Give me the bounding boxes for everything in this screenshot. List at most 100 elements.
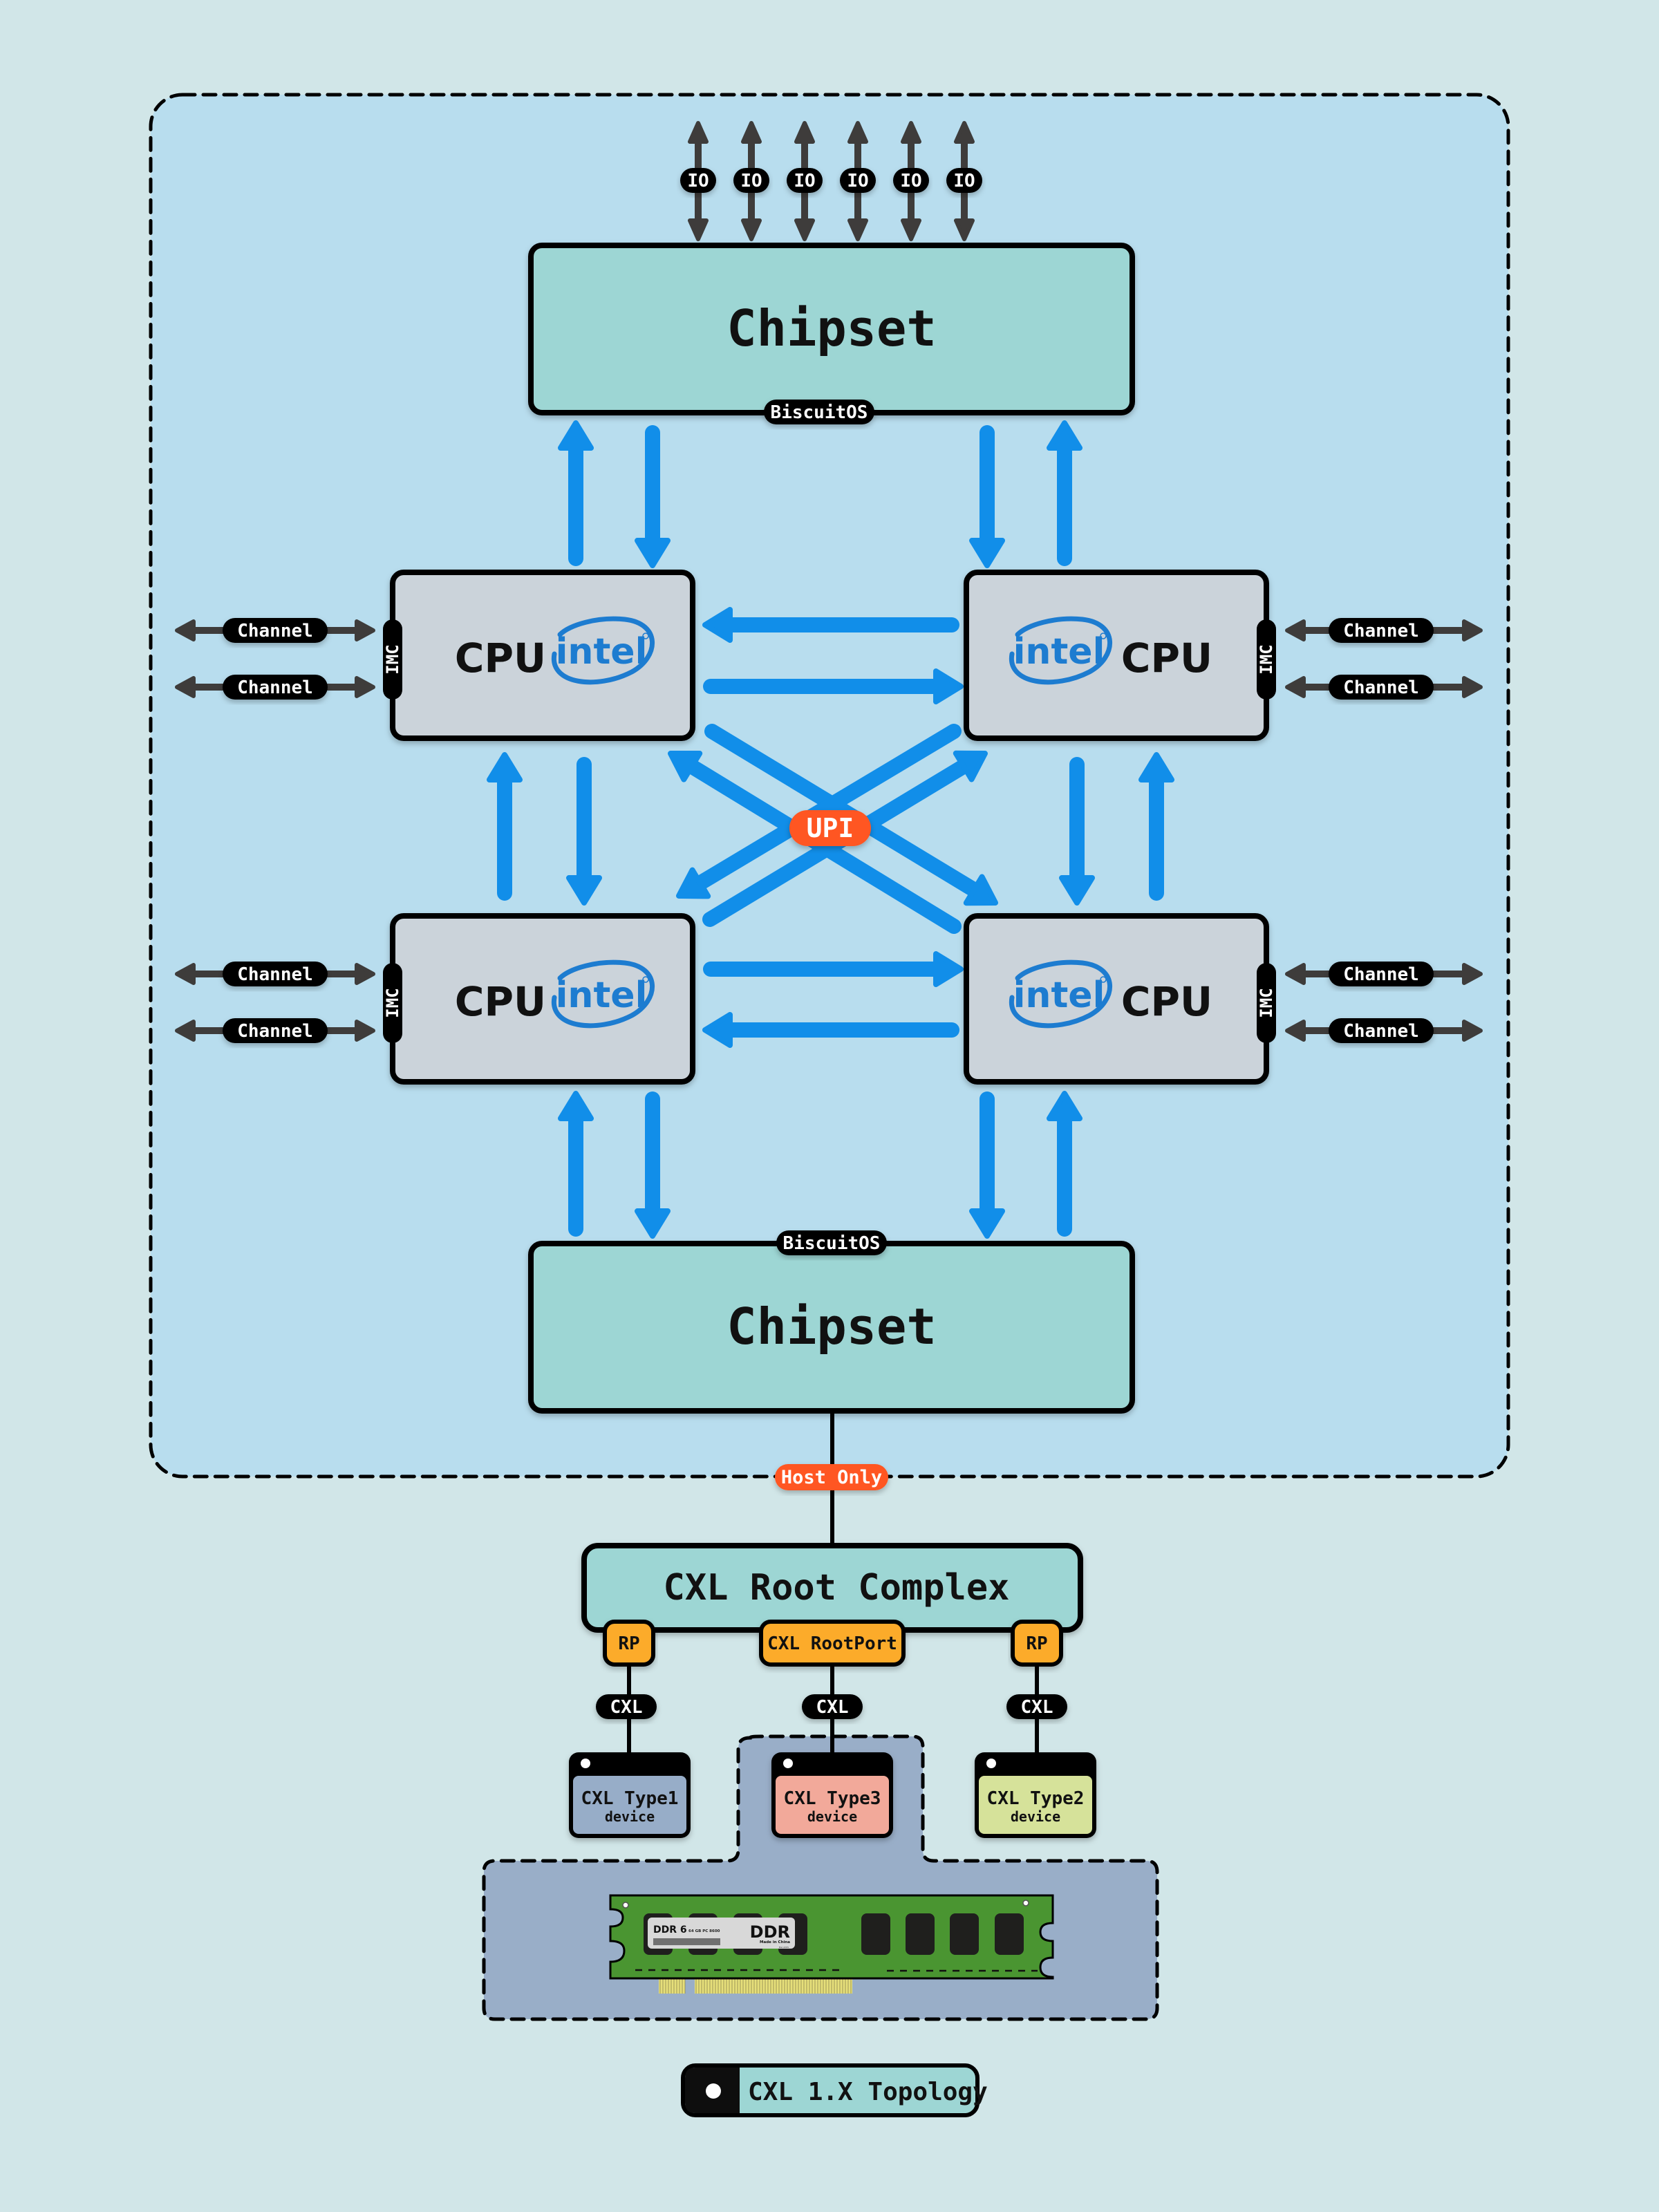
device-sub: device bbox=[1011, 1808, 1060, 1825]
ddr-maker: BiscuitOS bbox=[779, 1946, 789, 1949]
link-cpu-br-to-cpu-bl bbox=[702, 1012, 959, 1048]
channel-label: Channel bbox=[237, 677, 313, 698]
memory-channel[interactable]: Channel bbox=[1285, 962, 1483, 986]
device-sub: device bbox=[807, 1808, 857, 1825]
io-port[interactable]: IO bbox=[893, 121, 929, 241]
cxl-link-badge: CXL bbox=[802, 1694, 863, 1719]
link-cpu-tl-to-cpu-bl bbox=[566, 757, 602, 906]
device-name: CXL Type1 bbox=[581, 1788, 679, 1809]
svg-text:UPI: UPI bbox=[807, 813, 854, 843]
arrow-right-icon bbox=[355, 963, 375, 985]
io-port[interactable]: IO bbox=[733, 121, 769, 241]
svg-text:intel: intel bbox=[556, 975, 648, 1016]
ddr-memory-module: DDR 6 64 GB PC 8600 DDR Made in China Bi… bbox=[609, 1894, 1054, 1994]
svg-text:IMC: IMC bbox=[1257, 644, 1276, 674]
arrowhead-icon bbox=[1138, 752, 1174, 782]
arrow-up-icon bbox=[688, 121, 709, 144]
root-port-badge[interactable]: RP bbox=[1011, 1620, 1063, 1667]
svg-text:RP: RP bbox=[1026, 1633, 1047, 1654]
arrowhead-icon bbox=[487, 752, 523, 782]
arrow-up-icon bbox=[847, 121, 868, 144]
link-cpu-tl-to-cpu-tr bbox=[703, 668, 964, 704]
device-name: CXL Type2 bbox=[987, 1788, 1085, 1809]
memory-channel[interactable]: Channel bbox=[175, 1018, 375, 1043]
memory-channel[interactable]: Channel bbox=[1285, 675, 1483, 700]
link-cpu-bl-to-chipset bbox=[635, 1091, 671, 1239]
arrowhead-icon bbox=[953, 750, 988, 782]
channel-label: Channel bbox=[1343, 677, 1419, 698]
ddr-origin: Made in China bbox=[760, 1940, 790, 1944]
bottom-chipset-watermark: BiscuitOS bbox=[776, 1230, 887, 1255]
cpu-label: CPU bbox=[455, 978, 546, 1025]
ddr-generation: DDR 6 bbox=[653, 1924, 687, 1936]
link-cpu-br-to-chipset bbox=[969, 1091, 1005, 1239]
arrowhead-icon bbox=[702, 1012, 733, 1048]
io-label: IO bbox=[794, 171, 815, 191]
io-port[interactable]: IO bbox=[840, 121, 876, 241]
memory-channel[interactable]: Channel bbox=[175, 962, 375, 986]
svg-text:intel: intel bbox=[1013, 631, 1105, 673]
intel-logo-icon: intel bbox=[1009, 959, 1113, 1029]
cxl-link-badge: CXL bbox=[596, 1694, 657, 1719]
link-cpu-bl-to-cpu-tl bbox=[487, 752, 523, 901]
cxl-rootport-badge[interactable]: CXL RootPort bbox=[759, 1620, 906, 1667]
imc-badge: IMC bbox=[383, 963, 402, 1043]
link-chipset-to-cpu-bl bbox=[558, 1091, 594, 1237]
imc-badge: IMC bbox=[383, 619, 402, 700]
memory-channel[interactable]: Channel bbox=[175, 618, 375, 643]
arrow-left-icon bbox=[175, 1020, 196, 1042]
arrow-up-icon bbox=[741, 121, 762, 144]
svg-text:CXL: CXL bbox=[1021, 1697, 1053, 1718]
arrow-right-icon bbox=[1462, 963, 1483, 985]
arrow-right-icon bbox=[1462, 1020, 1483, 1042]
link-chipset-to-cpu-br bbox=[1047, 1091, 1082, 1237]
arrow-down-icon bbox=[901, 218, 921, 241]
intel-logo-icon: intel bbox=[1009, 616, 1113, 685]
root-port-badge[interactable]: RP bbox=[603, 1620, 655, 1667]
io-port[interactable]: IO bbox=[680, 121, 716, 241]
arrowhead-icon bbox=[566, 875, 602, 906]
svg-text:Host Only: Host Only bbox=[781, 1467, 882, 1488]
cpu-label: CPU bbox=[1121, 635, 1212, 682]
intel-logo-icon: intel bbox=[551, 959, 655, 1029]
arrowhead-icon bbox=[668, 750, 703, 782]
arrowhead-icon bbox=[635, 1208, 671, 1239]
ddr-spec: 64 GB PC 8600 bbox=[688, 1929, 720, 1933]
memory-channel[interactable]: Channel bbox=[1285, 618, 1483, 643]
arrow-left-icon bbox=[175, 963, 196, 985]
svg-text:RP: RP bbox=[618, 1633, 639, 1654]
arrow-down-icon bbox=[741, 218, 762, 241]
channel-label: Channel bbox=[1343, 964, 1419, 985]
channel-label: Channel bbox=[237, 621, 313, 641]
arrow-left-icon bbox=[175, 676, 196, 698]
device-indicator-icon bbox=[986, 1759, 996, 1768]
io-port[interactable]: IO bbox=[787, 121, 823, 241]
io-port[interactable]: IO bbox=[946, 121, 982, 241]
cxl-root-complex[interactable]: CXL Root Complex bbox=[581, 1543, 1083, 1633]
device-sub: device bbox=[605, 1808, 655, 1825]
link-cpu-tr-to-cpu-br bbox=[1059, 757, 1095, 906]
arrow-up-icon bbox=[954, 121, 975, 144]
io-label: IO bbox=[847, 171, 868, 191]
top-chipset[interactable]: Chipset BiscuitOS bbox=[528, 243, 1135, 424]
memory-channel[interactable]: Channel bbox=[1285, 1018, 1483, 1043]
bottom-chipset[interactable]: Chipset BiscuitOS bbox=[528, 1230, 1135, 1414]
arrow-right-icon bbox=[1462, 676, 1483, 698]
link-cpu-tl-to-chipset bbox=[558, 420, 594, 566]
arrowhead-icon bbox=[963, 874, 998, 906]
imc-badge: IMC bbox=[1257, 963, 1276, 1043]
memory-channel[interactable]: Channel bbox=[175, 675, 375, 700]
arrowhead-icon bbox=[635, 538, 671, 568]
topology-title: CXL 1.X Topology bbox=[748, 2078, 988, 2106]
